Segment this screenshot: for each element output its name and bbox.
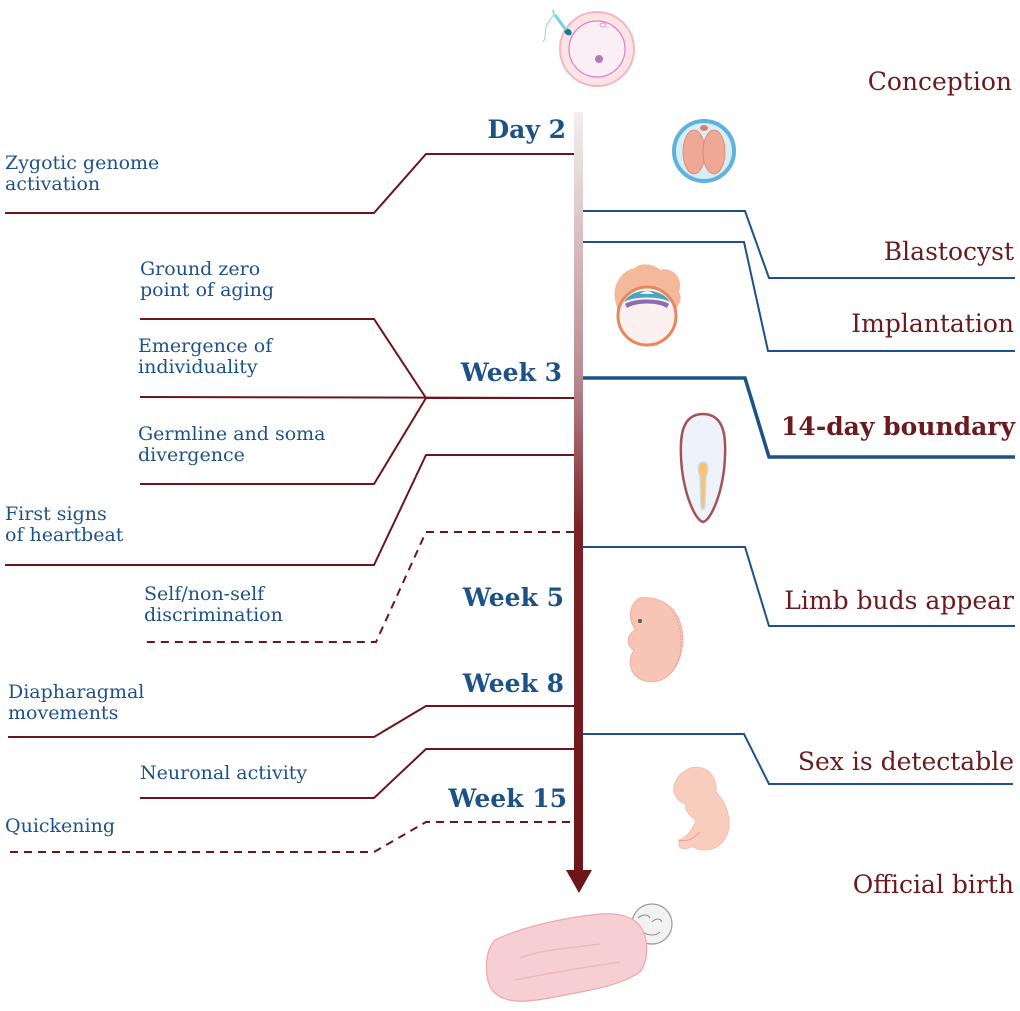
milestone-official-birth: Official birth [852, 870, 1014, 899]
two-cell-embryo-icon [672, 119, 736, 183]
milestone-limb-buds: Limb buds appear [784, 586, 1014, 615]
milestone-sex-detectable: Sex is detectable [797, 747, 1014, 776]
fetus-icon [673, 766, 730, 851]
time-marker-week8: Week 8 [462, 669, 564, 698]
time-marker-week15: Week 15 [448, 784, 567, 813]
event-emergence-individuality: Emergence of individuality [138, 335, 273, 379]
connector-limb-buds [583, 546, 1015, 627]
embryo-icon [627, 597, 684, 683]
event-self-nonself: Self/non-self discrimination [144, 583, 283, 627]
connector-quickening [5, 821, 570, 853]
connector-diaphragm [8, 705, 574, 738]
milestone-14-day-boundary: 14-day boundary [781, 412, 1015, 441]
connector-neuronal [140, 748, 574, 799]
connector-boundary [583, 376, 1015, 459]
time-marker-week3: Week 3 [460, 358, 562, 387]
connector-heartbeat [5, 454, 574, 566]
milestone-conception: Conception [867, 67, 1012, 96]
event-quickening: Quickening [5, 815, 116, 837]
sperm-egg-icon [542, 9, 635, 87]
connector-sex [583, 733, 1013, 785]
event-ground-zero-aging: Ground zero point of aging [140, 258, 275, 302]
milestone-blastocyst: Blastocyst [883, 237, 1014, 266]
connector-zygotic [5, 153, 574, 214]
milestone-implantation: Implantation [851, 309, 1014, 338]
connector-implantation [583, 241, 1015, 352]
event-diaphragm-movements: Diapharagmal movements [8, 681, 145, 725]
timeline-arrowhead [566, 870, 592, 893]
event-neuronal-activity: Neuronal activity [140, 762, 308, 784]
time-marker-day2: Day 2 [487, 115, 566, 144]
connector-self-nonself [142, 531, 574, 643]
event-heartbeat: First signs of heartbeat [5, 503, 124, 547]
connector-blastocyst [583, 210, 1015, 279]
embryonic-disc-icon [679, 412, 727, 524]
event-germline-soma-divergence: Germline and soma divergence [138, 423, 326, 467]
timeline-axis [574, 112, 583, 872]
blastocyst-icon [614, 264, 681, 347]
time-marker-week5: Week 5 [462, 583, 564, 612]
event-zygotic-genome-activation: Zygotic genome activation [5, 152, 160, 196]
swaddled-baby-icon [485, 903, 673, 1002]
connector-germline [140, 397, 574, 485]
